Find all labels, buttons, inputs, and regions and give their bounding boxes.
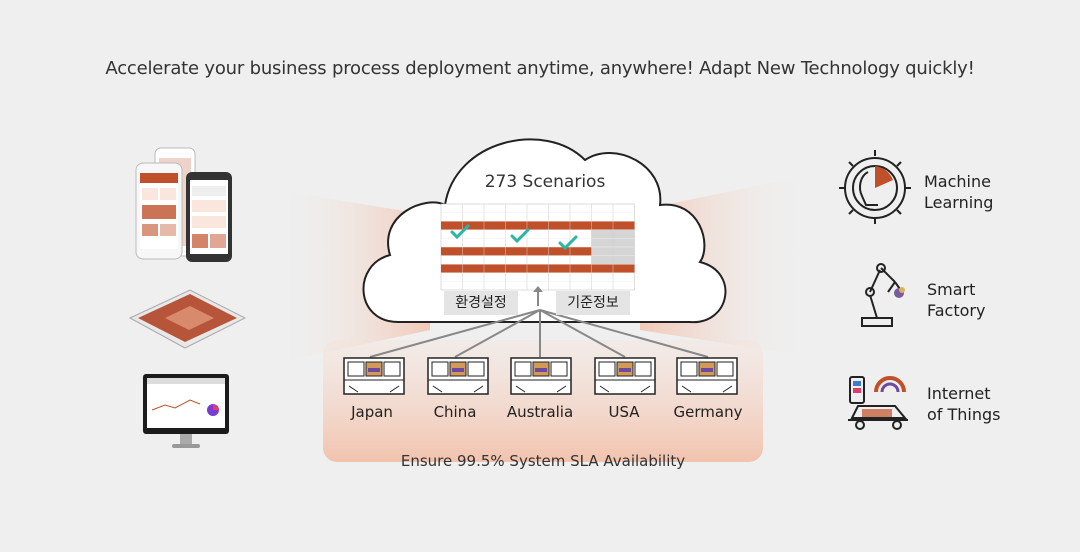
tech-iot: Internet of Things bbox=[927, 383, 1001, 425]
connection-lines bbox=[369, 309, 709, 358]
checkmark-icon bbox=[510, 228, 530, 244]
iot-icon bbox=[848, 376, 908, 430]
region-japan: Japan bbox=[351, 403, 393, 421]
tech-line1: Internet bbox=[927, 384, 991, 403]
tech-line2: Factory bbox=[927, 301, 986, 320]
desktop-monitor-image bbox=[143, 374, 229, 448]
server-icons bbox=[343, 357, 738, 395]
sla-text: Ensure 99.5% System SLA Availability bbox=[400, 452, 686, 470]
tech-line1: Smart bbox=[927, 280, 976, 299]
tech-line2: Learning bbox=[924, 193, 994, 212]
checkmark-icon bbox=[558, 235, 578, 251]
tech-machine-learning: Machine Learning bbox=[924, 171, 993, 213]
region-germany: Germany bbox=[673, 403, 743, 421]
smartphones-image bbox=[135, 147, 232, 262]
server-icon bbox=[676, 357, 738, 395]
scenario-table bbox=[440, 203, 635, 291]
master-data-label: 기준정보 bbox=[556, 291, 630, 315]
server-icon bbox=[427, 357, 489, 395]
tech-smart-factory: Smart Factory bbox=[927, 279, 985, 321]
region-usa: USA bbox=[608, 403, 640, 421]
tech-line2: of Things bbox=[927, 405, 1001, 424]
server-icon bbox=[343, 357, 405, 395]
region-australia: Australia bbox=[506, 403, 574, 421]
up-arrow-head bbox=[533, 286, 543, 292]
headline: Accelerate your business process deploym… bbox=[105, 58, 975, 79]
server-icon bbox=[510, 357, 572, 395]
machine-learning-icon bbox=[839, 150, 911, 224]
settings-label: 환경설정 bbox=[444, 291, 518, 315]
tech-line1: Machine bbox=[924, 172, 991, 191]
checkmark-icon bbox=[450, 224, 470, 240]
server-icon bbox=[594, 357, 656, 395]
robot-arm-icon bbox=[861, 263, 905, 327]
region-china: China bbox=[433, 403, 477, 421]
tablet-image bbox=[128, 289, 247, 349]
cloud-title: 273 Scenarios bbox=[484, 172, 606, 192]
